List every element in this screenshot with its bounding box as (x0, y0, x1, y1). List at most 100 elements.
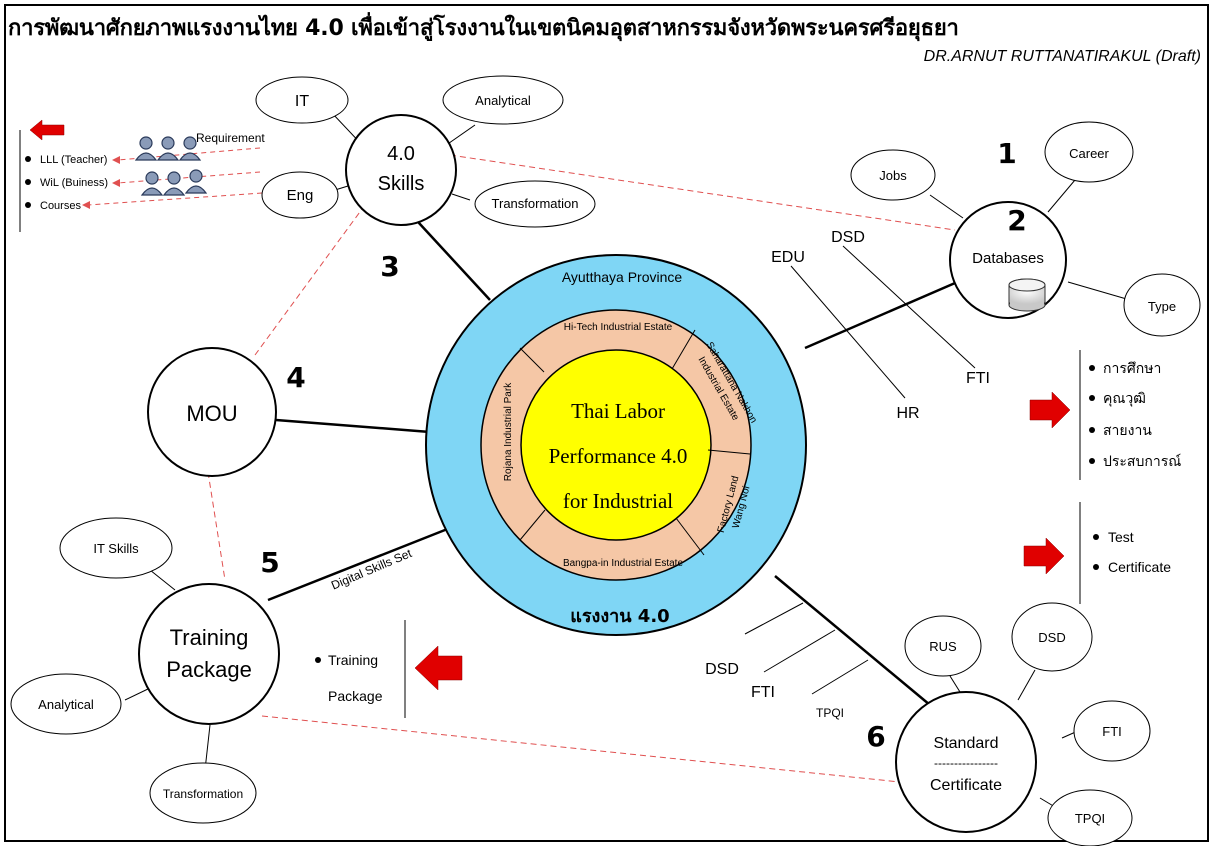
people-icon (134, 136, 208, 196)
satellite-analytical-2-label: Analytical (38, 697, 94, 712)
bullet (1089, 458, 1095, 464)
std-branch-tpqi-label: TPQI (816, 706, 844, 720)
mou-node[interactable] (147, 347, 277, 477)
estate-divider (671, 329, 696, 370)
skills-node[interactable] (345, 114, 457, 226)
dashed-arrowhead-2 (112, 179, 120, 187)
standard-subtitle: Certificate (930, 777, 1002, 794)
cert-item-2: Certificate (1108, 559, 1171, 575)
satellite-eng[interactable] (261, 171, 339, 219)
satellite-analytical[interactable] (442, 75, 564, 125)
link-skills-center (406, 209, 491, 301)
satellite-transformation[interactable] (474, 180, 596, 228)
satellite-type[interactable] (1123, 273, 1201, 337)
core-circle (520, 349, 712, 541)
dashed-req-3 (87, 192, 263, 206)
std-branch-fti-label: FTI (751, 684, 775, 701)
satellite-it-skills[interactable] (59, 517, 173, 579)
training-note-2: Package (328, 688, 383, 704)
satellite-transformation-label: Transformation (492, 196, 579, 211)
req-item-1: LLL (Teacher) (40, 154, 107, 166)
req-item-3: Courses (40, 200, 81, 212)
center-hub: Ayutthaya Province Hi-Tech Industrial Es… (425, 254, 807, 636)
satellite-jobs[interactable] (850, 149, 936, 201)
spoke-analytical-2 (124, 687, 151, 701)
bullet (1089, 395, 1095, 401)
satellite-it-label: IT (295, 93, 309, 110)
satellite-eng-label: Eng (287, 187, 314, 204)
database-icon (1008, 278, 1046, 312)
std-branch-dsd-label: DSD (705, 661, 739, 678)
red-arrow-right (1029, 391, 1071, 429)
spoke-dsd-2 (1017, 669, 1036, 701)
link-mou-center (275, 418, 431, 434)
training-title-1: Training (170, 625, 249, 650)
province-label: Ayutthaya Province (562, 269, 683, 285)
std-branch-3 (811, 659, 869, 695)
satellite-it-skills-label: IT Skills (93, 541, 139, 556)
satellite-fti-2-label: FTI (1102, 724, 1122, 739)
standard-title: Standard (934, 735, 999, 752)
requirement-label: Requirement (196, 131, 265, 145)
info-item-3: สายงาน (1103, 423, 1152, 439)
spoke-career (1047, 179, 1076, 213)
bullet (1093, 534, 1099, 540)
training-note-1: Training (328, 652, 378, 668)
estate-divider (675, 517, 705, 556)
training-node[interactable] (138, 583, 280, 725)
spoke-transformation (451, 193, 471, 201)
author-label: DR.ARNUT RUTTANATIRAKUL (Draft) (923, 48, 1201, 65)
red-arrow-right-2 (1023, 537, 1065, 575)
satellite-type-label: Type (1148, 299, 1176, 314)
satellite-career[interactable] (1044, 121, 1134, 183)
spoke-rus (949, 675, 961, 693)
satellite-analytical-label: Analytical (475, 93, 531, 108)
skills-cluster: IT Analytical Eng Transformation 4.0 Ski… (255, 75, 596, 283)
dashed-req-2 (117, 171, 261, 184)
satellite-analytical-2[interactable] (10, 673, 122, 735)
standard-cluster: RUS DSD FTI TPQI Standard --------------… (705, 602, 1151, 846)
db-number-1: 1 (997, 137, 1016, 170)
satellite-jobs-label: Jobs (879, 168, 907, 183)
red-arrow-left-small (29, 119, 65, 141)
estate-bottom: Bangpa-in Industrial Estate (563, 558, 684, 569)
satellite-fti-2[interactable] (1073, 700, 1151, 762)
satellite-rus[interactable] (904, 615, 982, 677)
mou-title: MOU (186, 401, 237, 426)
bullet (25, 156, 31, 162)
estate-top: Hi-Tech Industrial Estate (564, 322, 673, 333)
bullet (1089, 365, 1095, 371)
core-title-line-2: Performance 4.0 (549, 444, 688, 468)
digital-skills-label: Digital Skills Set (329, 546, 414, 593)
standard-number: 6 (866, 720, 885, 753)
bullet (25, 179, 31, 185)
training-cluster: IT Skills Analytical Transformation Trai… (10, 517, 463, 824)
mou-cluster: MOU 4 (147, 347, 306, 477)
center-bottom-label: แรงงาน 4.0 (570, 606, 669, 627)
satellite-career-label: Career (1069, 146, 1109, 161)
spoke-jobs (929, 194, 964, 219)
satellite-transformation-2[interactable] (149, 762, 257, 824)
info-item-4: ประสบการณ์ (1103, 453, 1181, 470)
page-title: การพัฒนาศักยภาพแรงงานไทย 4.0 เพื่อเข้าสู… (8, 16, 959, 41)
dashed-arrowhead-1 (112, 156, 120, 164)
req-item-2: WiL (Buiness) (40, 177, 108, 189)
satellite-dsd-2-label: DSD (1038, 630, 1065, 645)
spoke-it-skills (149, 569, 176, 591)
link-db-center (804, 278, 963, 350)
estate-left: Rojana Industrial Park (503, 382, 514, 481)
db-branch-fti-label: FTI (966, 370, 990, 387)
dashed-skills-mou (254, 204, 366, 356)
db-info-list: การศึกษา คุณวุฒิ สายงาน ประสบการณ์ (1029, 350, 1181, 480)
db-branch-edu (790, 265, 906, 399)
estate-divider (707, 449, 751, 455)
connectors (82, 112, 1131, 811)
satellite-dsd-2[interactable] (1011, 602, 1093, 672)
satellite-it[interactable] (255, 76, 349, 124)
bullet (25, 202, 31, 208)
standard-node[interactable] (895, 691, 1037, 833)
core-title-line-3: for Industrial (563, 489, 673, 513)
satellite-tpqi-2[interactable] (1047, 789, 1133, 846)
databases-title: Databases (972, 250, 1044, 267)
